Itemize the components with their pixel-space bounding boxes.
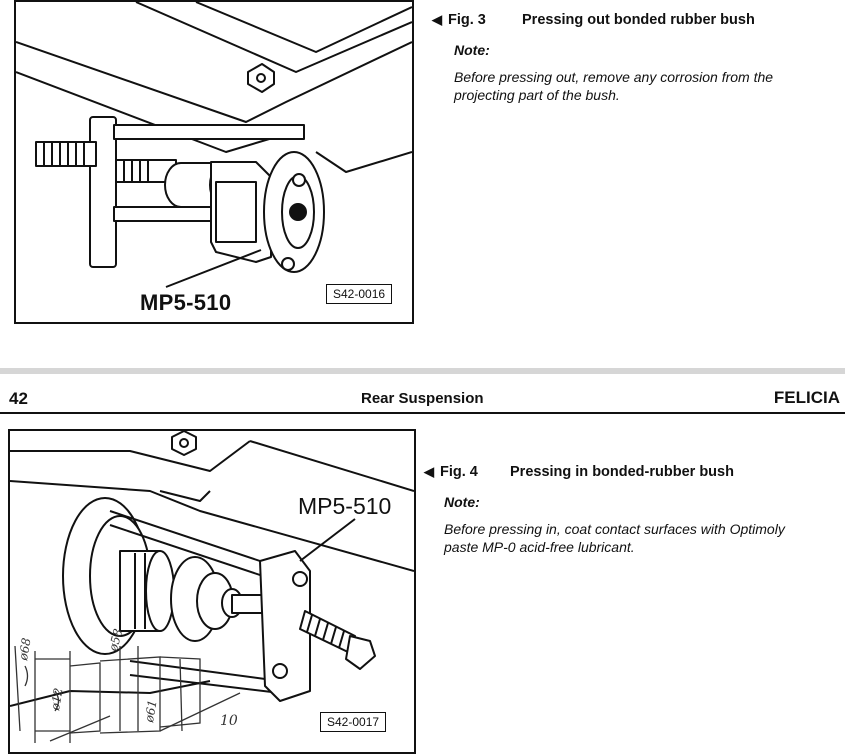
fig3-reference-code: S42-0016: [326, 284, 393, 304]
fig4-note: Note: Before pressing in, coat contact s…: [424, 494, 834, 556]
fig3-title-line: ◀ Fig. 3 Pressing out bonded rubber bush: [432, 12, 832, 28]
page-header: 42 Rear Suspension FELICIA: [0, 384, 845, 412]
handwritten-sketch: [14, 645, 241, 743]
fig3-caption: ◀ Fig. 3 Pressing out bonded rubber bush N…: [432, 12, 832, 104]
model-name: FELICIA: [773, 388, 840, 407]
fig4-number: Fig. 4: [440, 464, 478, 480]
fig3-tool-label: MP5-510: [140, 290, 232, 315]
left-arrow-icon: ◀: [424, 464, 434, 479]
fig4-caption: ◀ Fig. 4 Pressing in bonded-rubber bush No…: [424, 464, 834, 556]
figure-3-drawing: [16, 2, 412, 288]
fig4-note-label: Note:: [444, 494, 480, 510]
fig3-note-text: Before pressing out, remove any corrosio…: [454, 69, 774, 103]
section-title: Rear Suspension: [361, 390, 484, 407]
fig3-note-label: Note:: [454, 42, 490, 58]
left-arrow-icon: ◀: [432, 12, 442, 27]
header-rule: [0, 412, 845, 414]
fig4-title-line: ◀ Fig. 4 Pressing in bonded-rubber bush: [424, 464, 834, 480]
fig3-note: Note: Before pressing out, remove any co…: [432, 42, 832, 104]
figure-4-illustration: ø68 ø12 ø58 ø61 10 MP5-510 S42-0017: [8, 429, 416, 754]
figure-4-drawing: [10, 431, 414, 743]
fig3-number: Fig. 3: [448, 12, 486, 28]
fig4-reference-code: S42-0017: [320, 712, 387, 732]
handwritten-10: 10: [220, 713, 238, 729]
fig3-title: Pressing out bonded rubber bush: [522, 12, 755, 28]
page-number: 42: [9, 389, 28, 408]
fig4-title: Pressing in bonded-rubber bush: [510, 464, 734, 480]
page-separator: [0, 368, 845, 374]
fig4-tool-label: MP5-510: [298, 493, 392, 519]
fig4-note-text: Before pressing in, coat contact surface…: [444, 521, 785, 555]
figure-3-illustration: MP5-510 S42-0016: [14, 0, 414, 324]
